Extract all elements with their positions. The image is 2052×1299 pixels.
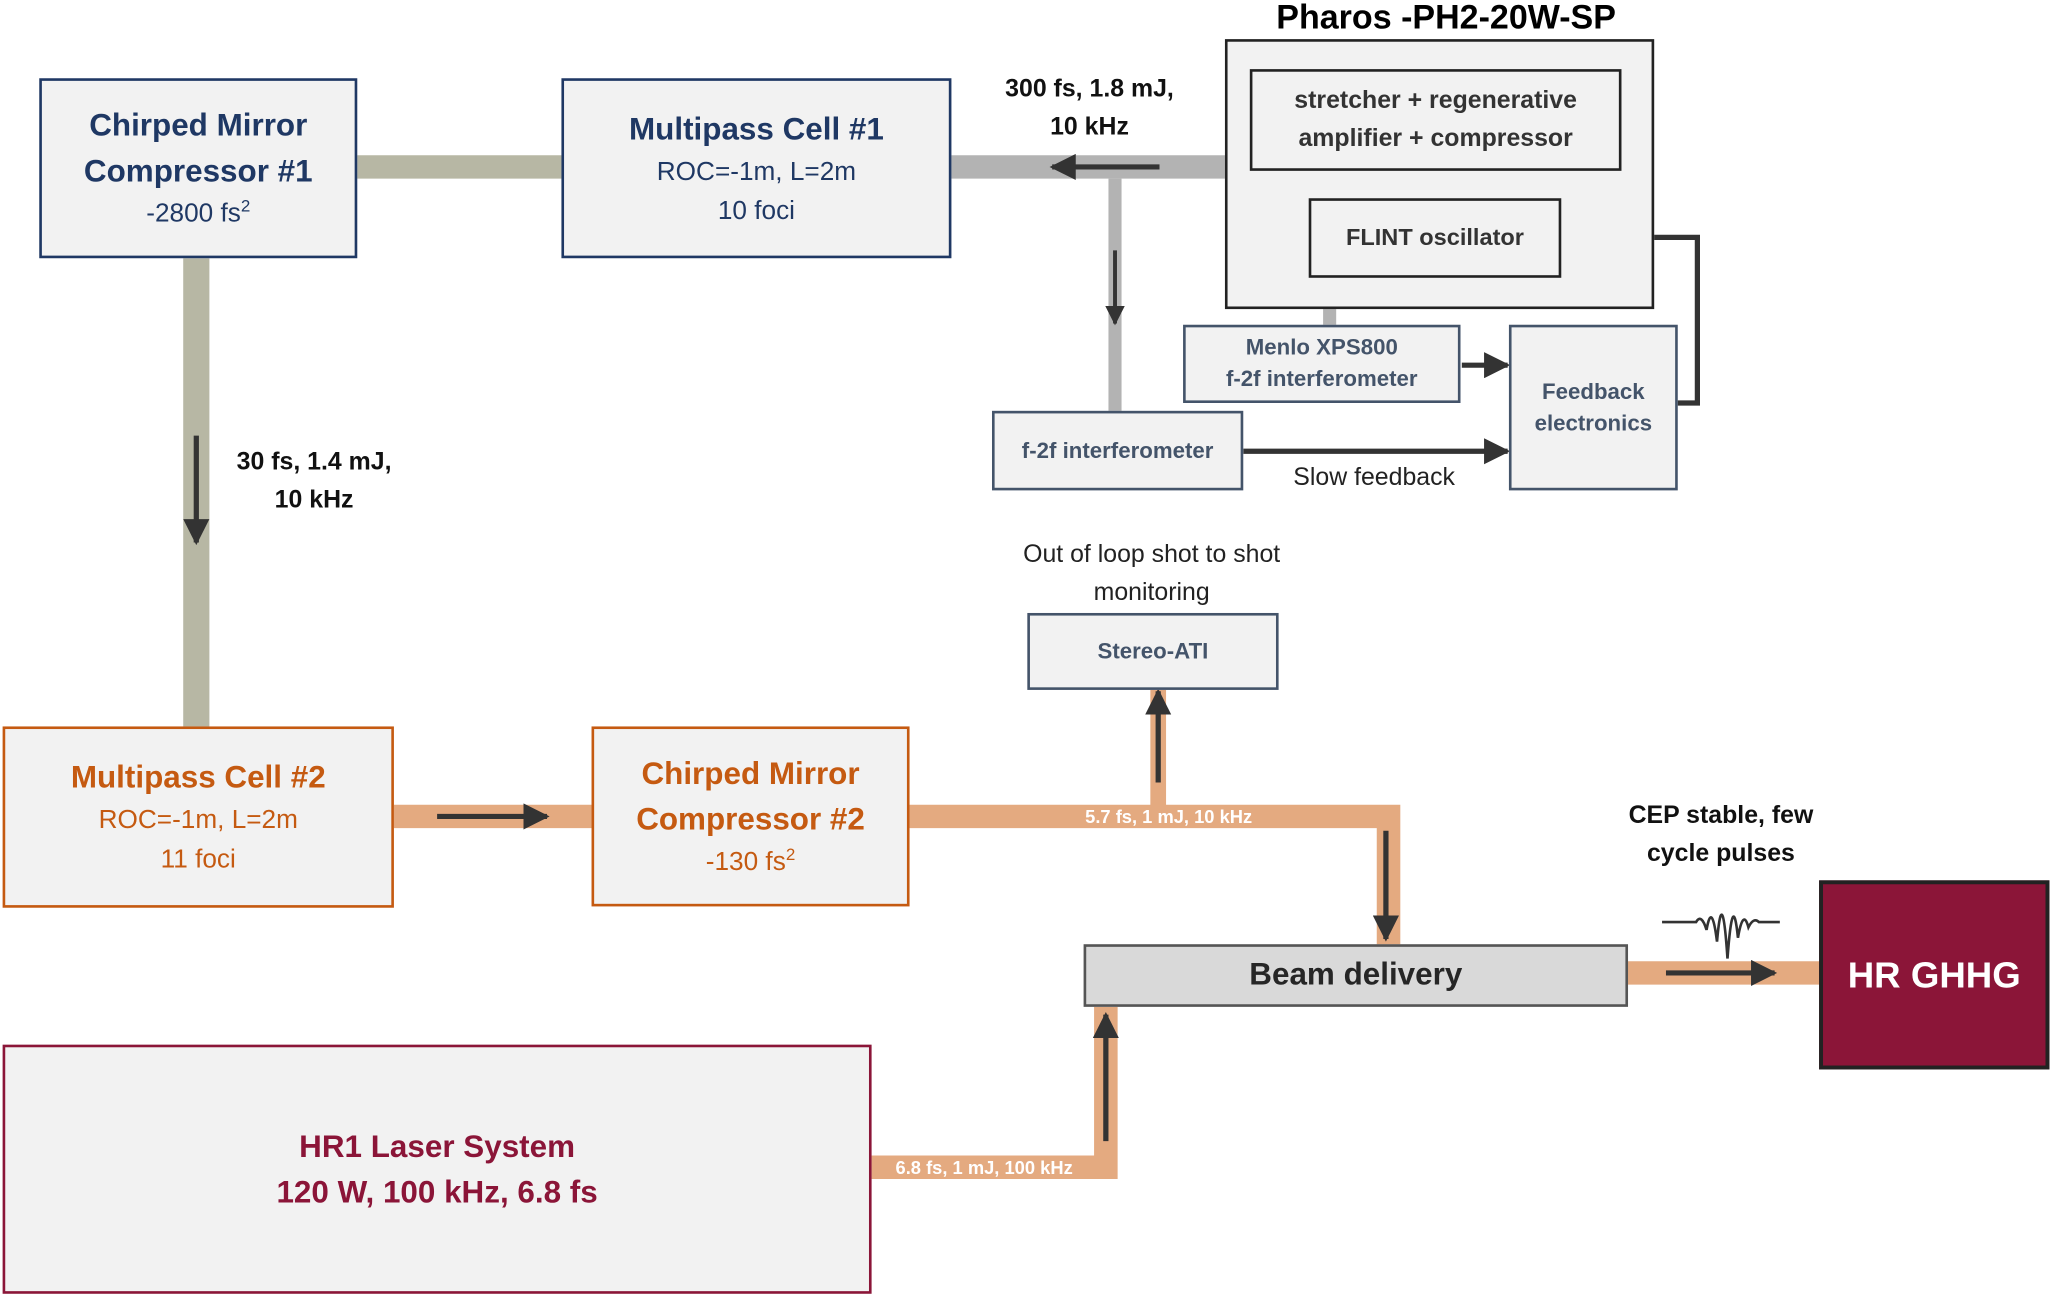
pharos-title: Pharos -PH2-20W-SP bbox=[1276, 0, 1616, 37]
cep-stable-label: CEP stable, few cycle pulses bbox=[1628, 802, 1814, 868]
cmc1-gdd: -2800 fs2 bbox=[146, 196, 251, 229]
mpc2-params: ROC=-1m, L=2m bbox=[98, 805, 298, 835]
stereo-ati-note: Out of loop shot to shot monitoring bbox=[1023, 541, 1281, 607]
slow-feedback-label: Slow feedback bbox=[1293, 464, 1455, 492]
beam-delivery-box: Beam delivery bbox=[1083, 944, 1629, 1007]
amplifier-label: stretcher + regenerative amplifier + com… bbox=[1294, 87, 1577, 153]
cmc1-output-label: 30 fs, 1.4 mJ, 10 kHz bbox=[236, 448, 392, 514]
flint-oscillator-box: FLINT oscillator bbox=[1308, 198, 1562, 278]
mpc1-params: ROC=-1m, L=2m bbox=[656, 157, 857, 186]
hr-ghhg-box: HR GHHG bbox=[1819, 880, 2050, 1070]
beam-delivery-label: Beam delivery bbox=[1249, 957, 1463, 993]
cmc1-box: Chirped Mirror Compressor #1 -2800 fs2 bbox=[39, 78, 358, 259]
mpc2-box: Multipass Cell #2 ROC=-1m, L=2m 11 foci bbox=[2, 726, 394, 908]
beam-hr1-to-delivery bbox=[870, 1006, 1118, 1179]
mpc2-title: Multipass Cell #2 bbox=[70, 760, 326, 796]
feedback-electronics-label: Feedback electronics bbox=[1534, 378, 1653, 435]
stereo-ati-label: Stereo-ATI bbox=[1097, 638, 1209, 664]
menlo-line2: f-2f interferometer bbox=[1225, 366, 1418, 392]
hr-ghhg-label: HR GHHG bbox=[1847, 954, 2021, 995]
f2f-interferometer-box: f-2f interferometer bbox=[991, 410, 1244, 491]
beam-cmc2-to-delivery bbox=[908, 804, 1401, 946]
hr1-output-label: 6.8 fs, 1 mJ, 100 kHz bbox=[895, 1156, 1073, 1178]
flint-oscillator-label: FLINT oscillator bbox=[1345, 224, 1524, 251]
cmc2-title: Chirped Mirror Compressor #2 bbox=[636, 756, 865, 838]
hr1-laser-box: HR1 Laser System 120 W, 100 kHz, 6.8 fs bbox=[2, 1044, 872, 1294]
menlo-box: Menlo XPS800 f-2f interferometer bbox=[1183, 324, 1461, 403]
mpc1-foci: 10 foci bbox=[717, 196, 795, 225]
mpc2-foci: 11 foci bbox=[160, 845, 236, 874]
cmc2-gdd: -130 fs2 bbox=[705, 844, 796, 877]
pharos-output-label: 300 fs, 1.8 mJ, 10 kHz bbox=[1005, 75, 1174, 141]
mpc1-box: Multipass Cell #1 ROC=-1m, L=2m 10 foci bbox=[561, 78, 952, 259]
pulse-waveform-icon bbox=[1662, 913, 1780, 959]
cmc1-title: Chirped Mirror Compressor #1 bbox=[83, 108, 313, 190]
mpc1-title: Multipass Cell #1 bbox=[628, 111, 884, 147]
stereo-ati-box: Stereo-ATI bbox=[1027, 612, 1279, 690]
menlo-line1: Menlo XPS800 bbox=[1245, 335, 1398, 360]
hr1-title: HR1 Laser System bbox=[299, 1128, 576, 1164]
cmc2-output-label: 5.7 fs, 1 mJ, 10 kHz bbox=[1085, 805, 1253, 827]
cmc2-box: Chirped Mirror Compressor #2 -130 fs2 bbox=[591, 726, 910, 907]
f2f-interferometer-label: f-2f interferometer bbox=[1021, 437, 1214, 463]
feedback-electronics-box: Feedback electronics bbox=[1508, 324, 1678, 491]
amplifier-box: stretcher + regenerative amplifier + com… bbox=[1249, 69, 1622, 171]
hr1-specs: 120 W, 100 kHz, 6.8 fs bbox=[276, 1174, 598, 1210]
